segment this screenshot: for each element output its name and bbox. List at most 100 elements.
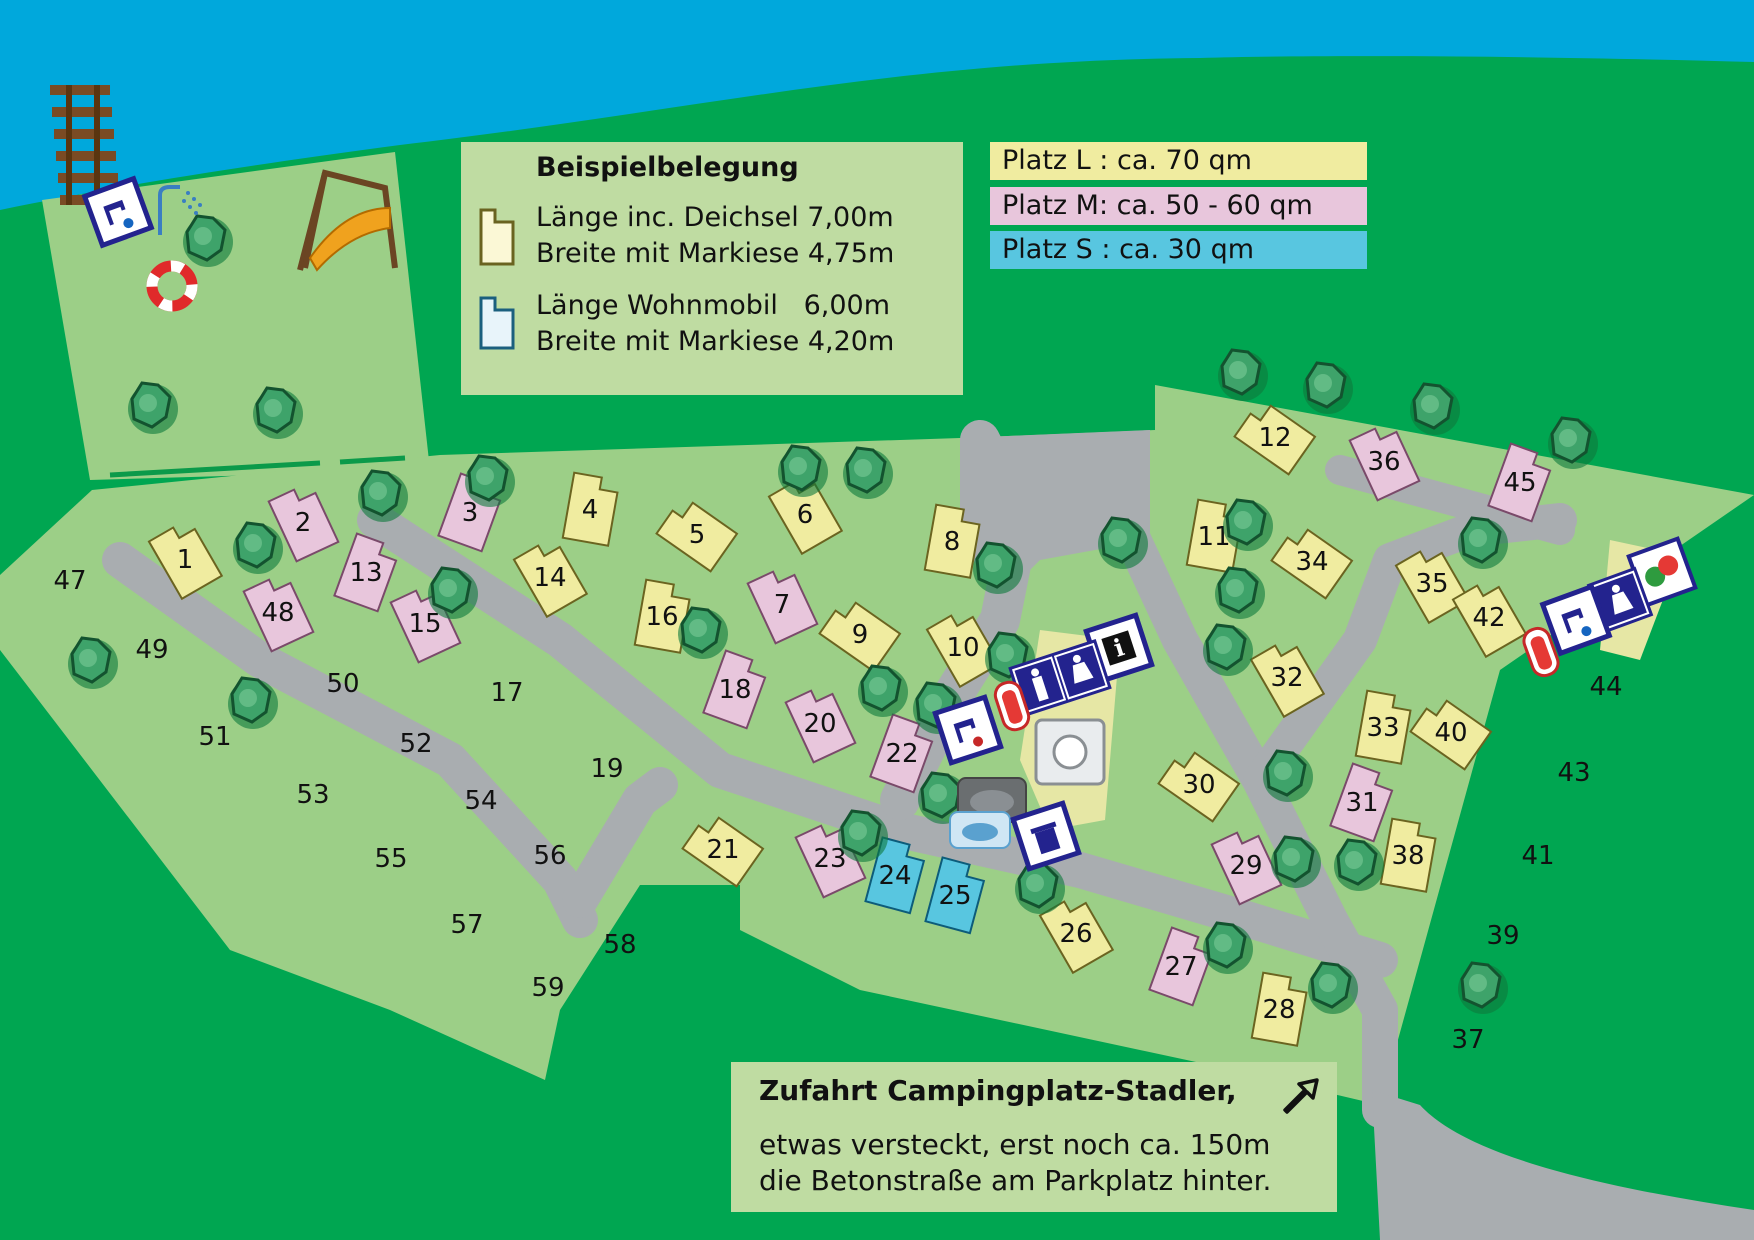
plot-38: 38: [1379, 817, 1437, 893]
plot-number: 9: [852, 620, 869, 650]
plot-number: 47: [53, 566, 86, 596]
plot-number: 45: [1503, 468, 1536, 498]
plot-shape: [1487, 442, 1552, 523]
tree-icon: [253, 386, 303, 439]
plot-17: 17: [490, 678, 523, 708]
plot-number: 54: [464, 786, 497, 816]
plot-number: 13: [349, 558, 382, 588]
tree-icon: [128, 381, 178, 434]
plot-16: 16: [633, 578, 691, 654]
caravan-length: Länge inc. Deichsel 7,00m: [536, 202, 894, 233]
legend-title: Beispielbelegung: [536, 152, 799, 183]
plot-number: 56: [533, 841, 566, 871]
plot-shape: [267, 488, 340, 563]
tree-icon: [1308, 961, 1358, 1014]
plot-number: 16: [645, 602, 678, 632]
plot-26: 26: [1038, 900, 1115, 975]
plot-number: 40: [1434, 718, 1467, 748]
tree-icon: [228, 676, 278, 729]
plot-2: 2: [267, 488, 340, 563]
plot-42: 42: [1451, 584, 1528, 659]
plot-57: 57: [450, 910, 483, 940]
tree-icon: [465, 454, 515, 507]
access-line-1: etwas versteckt, erst noch ca. 150m: [759, 1128, 1271, 1161]
plot-shape: [1250, 971, 1308, 1047]
plot-56: 56: [533, 841, 566, 871]
plot-shape: [1157, 751, 1241, 823]
plot-number: 34: [1295, 547, 1328, 577]
recycling-icon: [1010, 800, 1082, 872]
plot-shape: [561, 471, 619, 547]
tree-icon: [1458, 961, 1508, 1014]
plot-28: 28: [1250, 971, 1308, 1047]
plot-35: 35: [1394, 550, 1471, 625]
playground-swing-icon: [297, 169, 398, 272]
access-line-2: die Betonstraße am Parkplatz hinter.: [759, 1164, 1272, 1197]
tree-icon: [1548, 416, 1598, 469]
plot-number: 21: [706, 835, 739, 865]
access-arrow-icon: [1283, 1078, 1319, 1114]
plot-size-small: Platz S : ca. 30 qm: [990, 231, 1367, 269]
plot-shape: [1270, 528, 1354, 600]
plot-number: 2: [295, 508, 312, 538]
tree-icon: [428, 566, 478, 619]
motorhome-length: Länge Wohnmobil 6,00m: [536, 290, 891, 321]
plot-number: 39: [1486, 921, 1519, 951]
plot-shape: [655, 501, 739, 573]
tree-icon: [1458, 516, 1508, 569]
plot-10: 10: [925, 614, 1002, 689]
plot-number: 4: [582, 495, 599, 525]
tree-icon: [1271, 835, 1321, 888]
access-road: [1372, 1090, 1754, 1240]
plot-shape: [1354, 689, 1412, 765]
plot-number: 50: [326, 669, 359, 699]
plot-shape: [784, 689, 857, 764]
plot-number: 25: [938, 881, 971, 911]
plot-number: 58: [603, 930, 636, 960]
plot-40: 40: [1409, 699, 1493, 771]
plot-number: 32: [1270, 663, 1303, 693]
plot-13: 13: [333, 532, 398, 613]
tree-icon: [1218, 348, 1268, 401]
access-info-box: Zufahrt Campingplatz-Stadler, etwas vers…: [731, 1062, 1337, 1212]
plot-number: 59: [531, 973, 564, 1003]
plot-52: 52: [399, 729, 432, 759]
plot-shape: [681, 816, 765, 888]
plot-55: 55: [374, 844, 407, 874]
plot-number: 14: [533, 563, 566, 593]
tree-icon: [838, 809, 888, 862]
lifebuoy-icon: [146, 260, 198, 312]
plot-number: 28: [1262, 995, 1295, 1025]
plot-5: 5: [655, 501, 739, 573]
tree-icon: [1098, 516, 1148, 569]
plot-30: 30: [1157, 751, 1241, 823]
plot-51: 51: [198, 722, 231, 752]
plot-number: 15: [408, 609, 441, 639]
fire-extinguisher-icon: [1522, 626, 1560, 678]
plot-number: 20: [803, 709, 836, 739]
plot-8: 8: [923, 503, 981, 579]
tree-icon: [858, 664, 908, 717]
plot-41: 41: [1521, 841, 1554, 871]
plot-58: 58: [603, 930, 636, 960]
plot-number: 35: [1415, 569, 1448, 599]
water-tap-icon: [1539, 583, 1613, 657]
shower-icon: [158, 185, 202, 235]
plot-45: 45: [1487, 442, 1552, 523]
plot-number: 18: [718, 675, 751, 705]
plot-shape: [925, 614, 1002, 689]
tree-icon: [1015, 861, 1065, 914]
toilets-icon: [1586, 566, 1654, 634]
tree-icon: [68, 636, 118, 689]
plot-39: 39: [1486, 921, 1519, 951]
plot-47: 47: [53, 566, 86, 596]
plot-number: 8: [944, 527, 961, 557]
plot-19: 19: [590, 754, 623, 784]
plot-48: 48: [242, 578, 315, 653]
plot-21: 21: [681, 816, 765, 888]
plot-54: 54: [464, 786, 497, 816]
plot-size-large: Platz L : ca. 70 qm: [990, 142, 1367, 180]
plot-shape: [1210, 831, 1283, 906]
